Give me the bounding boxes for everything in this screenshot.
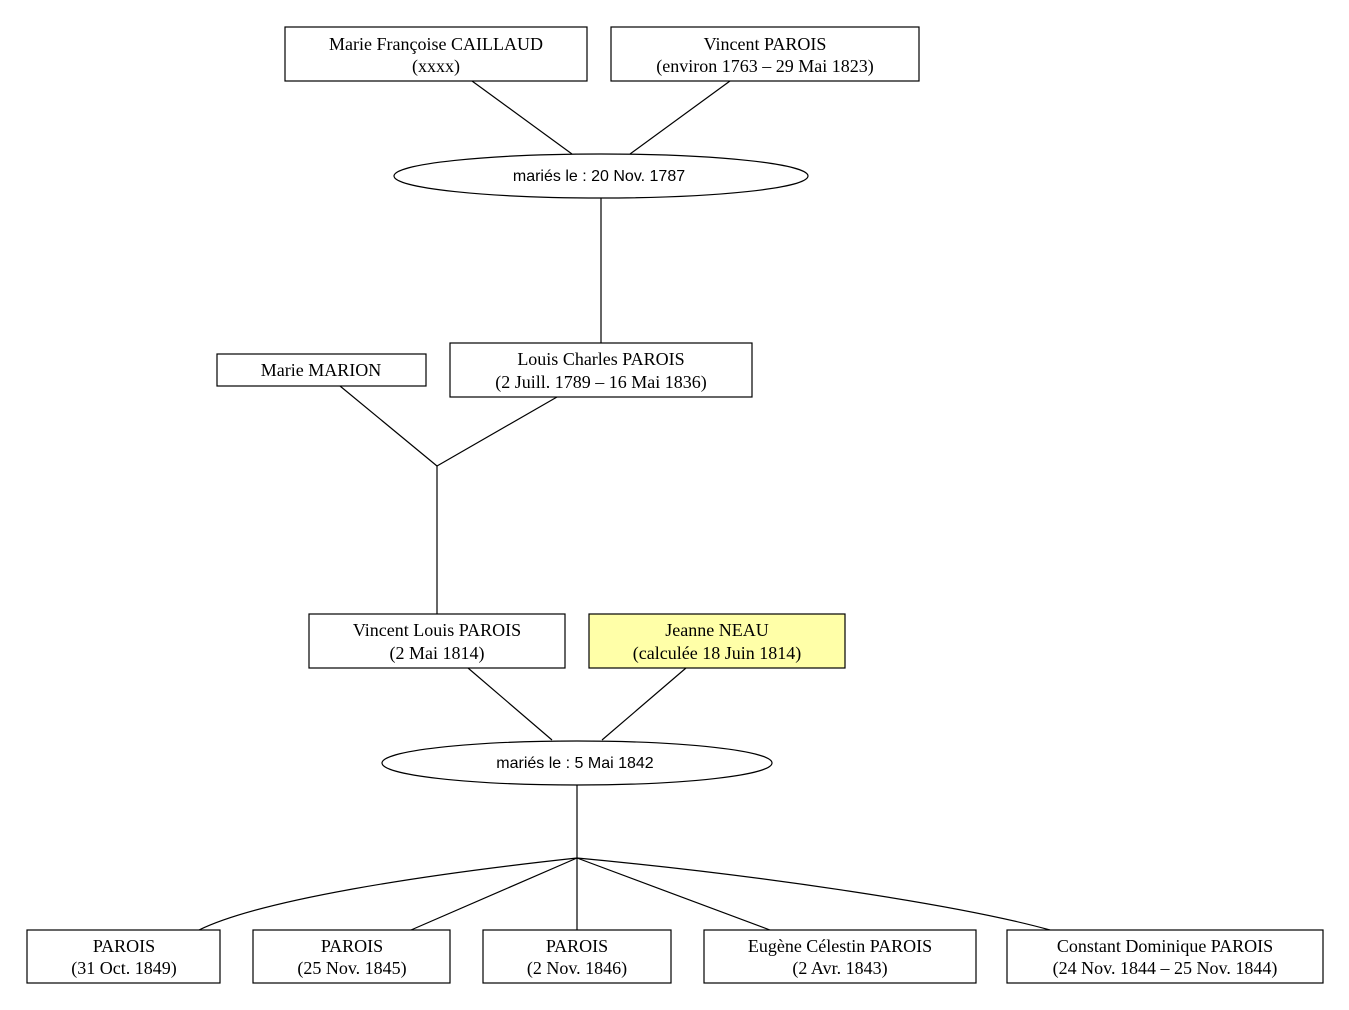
person-dates: (calculée 18 Juin 1814) bbox=[633, 643, 801, 664]
link-hub-to-child-5 bbox=[576, 857, 1051, 931]
person-name: Constant Dominique PAROIS bbox=[1057, 936, 1273, 956]
person-dates: (2 Juill. 1789 – 16 Mai 1836) bbox=[495, 372, 707, 393]
person-box-child-5[interactable]: Constant Dominique PAROIS (24 Nov. 1844 … bbox=[1006, 929, 1324, 984]
person-dates: (2 Nov. 1846) bbox=[527, 958, 627, 979]
link-neau-to-union3 bbox=[601, 667, 687, 741]
union-node-first-marriage[interactable]: mariés le : 20 Nov. 1787 bbox=[393, 153, 809, 199]
person-name: PAROIS bbox=[93, 936, 155, 956]
link-louis-charles-to-junction bbox=[436, 396, 558, 467]
person-name: PAROIS bbox=[546, 936, 608, 956]
union-date-label: mariés le : 20 Nov. 1787 bbox=[513, 168, 685, 185]
person-name: Eugène Célestin PAROIS bbox=[748, 936, 932, 956]
person-dates: (24 Nov. 1844 – 25 Nov. 1844) bbox=[1053, 958, 1278, 979]
person-dates: (31 Oct. 1849) bbox=[71, 958, 176, 979]
person-box-child-1[interactable]: PAROIS (31 Oct. 1849) bbox=[26, 929, 221, 984]
link-hub-to-child-2 bbox=[410, 857, 578, 931]
person-dates: (environ 1763 – 29 Mai 1823) bbox=[656, 56, 873, 77]
link-caillaud-to-union1 bbox=[471, 80, 573, 155]
person-box-child-4[interactable]: Eugène Célestin PAROIS (2 Avr. 1843) bbox=[703, 929, 977, 984]
person-box-marie-francoise-caillaud[interactable]: Marie Françoise CAILLAUD (xxxx) bbox=[284, 26, 588, 82]
person-name: Jeanne NEAU bbox=[665, 620, 768, 640]
link-marion-to-junction bbox=[339, 385, 438, 467]
person-name: Vincent PAROIS bbox=[704, 34, 827, 54]
person-box-marie-marion[interactable]: Marie MARION bbox=[216, 353, 427, 387]
link-vincent-louis-to-union3 bbox=[467, 667, 553, 741]
connector-lines bbox=[198, 80, 1051, 931]
person-box-louis-charles-parois[interactable]: Louis Charles PAROIS (2 Juill. 1789 – 16… bbox=[449, 342, 753, 398]
person-name: Marie MARION bbox=[261, 360, 381, 380]
union-node-third-marriage[interactable]: mariés le : 5 Mai 1842 bbox=[381, 740, 773, 786]
person-box-jeanne-neau[interactable]: Jeanne NEAU (calculée 18 Juin 1814) bbox=[588, 613, 846, 669]
link-hub-to-child-4 bbox=[576, 857, 771, 931]
person-name: Marie Françoise CAILLAUD bbox=[329, 34, 543, 54]
person-name: Vincent Louis PAROIS bbox=[353, 620, 521, 640]
person-box-child-2[interactable]: PAROIS (25 Nov. 1845) bbox=[252, 929, 451, 984]
person-name: PAROIS bbox=[321, 936, 383, 956]
person-dates: (2 Avr. 1843) bbox=[792, 958, 887, 979]
person-name: Louis Charles PAROIS bbox=[517, 349, 684, 369]
person-dates: (25 Nov. 1845) bbox=[297, 958, 406, 979]
person-box-vincent-parois-senior[interactable]: Vincent PAROIS (environ 1763 – 29 Mai 18… bbox=[610, 26, 920, 82]
person-box-vincent-louis-parois[interactable]: Vincent Louis PAROIS (2 Mai 1814) bbox=[308, 613, 566, 669]
link-hub-to-child-1 bbox=[198, 857, 578, 931]
person-dates: (2 Mai 1814) bbox=[390, 643, 485, 664]
person-box-child-3[interactable]: PAROIS (2 Nov. 1846) bbox=[482, 929, 672, 984]
link-vincent-senior-to-union1 bbox=[629, 80, 731, 155]
union-date-label: mariés le : 5 Mai 1842 bbox=[496, 755, 654, 772]
person-dates: (xxxx) bbox=[412, 56, 460, 77]
